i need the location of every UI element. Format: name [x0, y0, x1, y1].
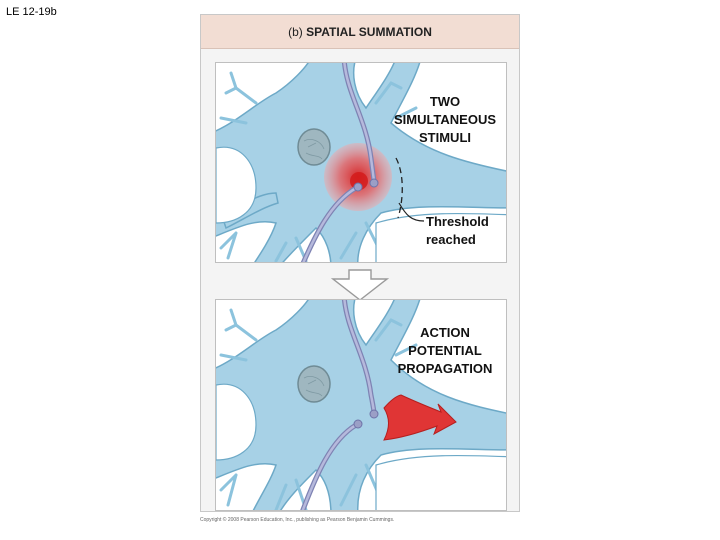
figure-title: (b) SPATIAL SUMMATION — [201, 25, 519, 39]
label-line: PROPAGATION — [397, 361, 493, 376]
action-potential-label: ACTION POTENTIAL PROPAGATION — [384, 324, 506, 378]
figure-header: (b) SPATIAL SUMMATION — [201, 15, 519, 49]
label-line: POTENTIAL — [408, 343, 482, 358]
slide-label: LE 12-19b — [6, 6, 57, 18]
synaptic-terminals — [353, 178, 379, 192]
background-gaps — [216, 383, 506, 510]
bottom-neuron-illustration — [216, 300, 506, 510]
synaptic-terminals — [353, 409, 379, 429]
label-line: TWO — [429, 94, 461, 109]
nucleus — [297, 128, 331, 166]
nucleus-texture — [303, 139, 325, 160]
background-gaps — [216, 146, 506, 262]
presynaptic-axons — [300, 300, 377, 510]
nucleus — [297, 365, 331, 403]
top-neuron-illustration — [216, 63, 506, 262]
figure-panel: (b) SPATIAL SUMMATION — [200, 14, 520, 512]
bottom-panel-action-potential: ACTION POTENTIAL PROPAGATION — [215, 299, 507, 511]
dendrite-branches — [219, 308, 418, 510]
figure-title-part: (b) — [288, 25, 303, 39]
neuron-body — [216, 300, 506, 510]
label-line: reached — [426, 232, 476, 247]
copyright-notice: Copyright © 2008 Pearson Education, Inc.… — [200, 517, 395, 523]
presynaptic-axons — [300, 63, 377, 262]
two-stimuli-label: TWO SIMULTANEOUS STIMULI — [386, 93, 504, 147]
label-line: STIMULI — [419, 130, 471, 145]
down-arrow-icon — [331, 269, 389, 301]
action-potential-arrow — [383, 394, 457, 441]
threshold-label: Threshold reached — [426, 213, 489, 249]
top-panel-spatial-summation: TWO SIMULTANEOUS STIMULI Threshold reach… — [215, 62, 507, 263]
figure-title-main: SPATIAL SUMMATION — [306, 25, 432, 39]
label-line: SIMULTANEOUS — [393, 112, 497, 127]
label-line: Threshold — [426, 214, 489, 229]
label-line: ACTION — [420, 325, 470, 340]
nucleus-texture — [303, 376, 325, 397]
threshold-leader — [398, 202, 425, 222]
threshold-marker — [395, 157, 403, 219]
